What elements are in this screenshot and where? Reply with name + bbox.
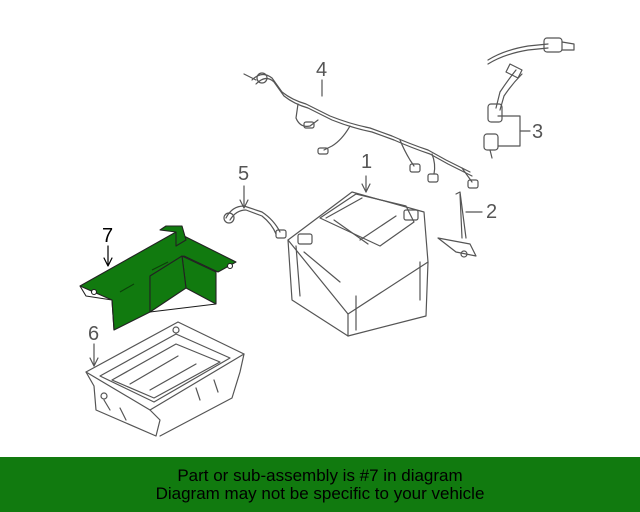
ground-cable-part — [223, 185, 287, 239]
hold-down-clamp-part — [437, 191, 483, 258]
callout-5: 5 — [238, 163, 250, 185]
callout-1: 1 — [361, 151, 373, 173]
callout-5-arrow — [239, 199, 249, 209]
callout-2: 2 — [486, 201, 498, 223]
callout-7-arrow — [103, 257, 113, 267]
diagram-drawing — [79, 37, 575, 437]
callout-7: 7 — [102, 225, 114, 247]
wiring-harness-part — [243, 72, 479, 189]
parts-diagram: 1 2 3 4 5 6 7 — [79, 37, 575, 437]
info-banner: Part or sub-assembly is #7 in diagram Di… — [0, 457, 640, 512]
callout-3: 3 — [532, 121, 544, 143]
callout-4: 4 — [316, 59, 328, 81]
callout-6: 6 — [88, 323, 100, 345]
callout-6-arrow — [89, 357, 99, 367]
battery-tray-part — [85, 321, 245, 437]
callout-1-arrow — [361, 183, 371, 193]
banner-line-2: Diagram may not be specific to your vehi… — [155, 483, 485, 503]
banner-line-1: Part or sub-assembly is #7 in diagram — [177, 465, 463, 485]
battery-part — [287, 175, 429, 337]
battery-cable-part — [483, 37, 575, 159]
callout-3-leader — [497, 115, 531, 147]
battery-cover-part-highlighted[interactable] — [79, 225, 237, 331]
